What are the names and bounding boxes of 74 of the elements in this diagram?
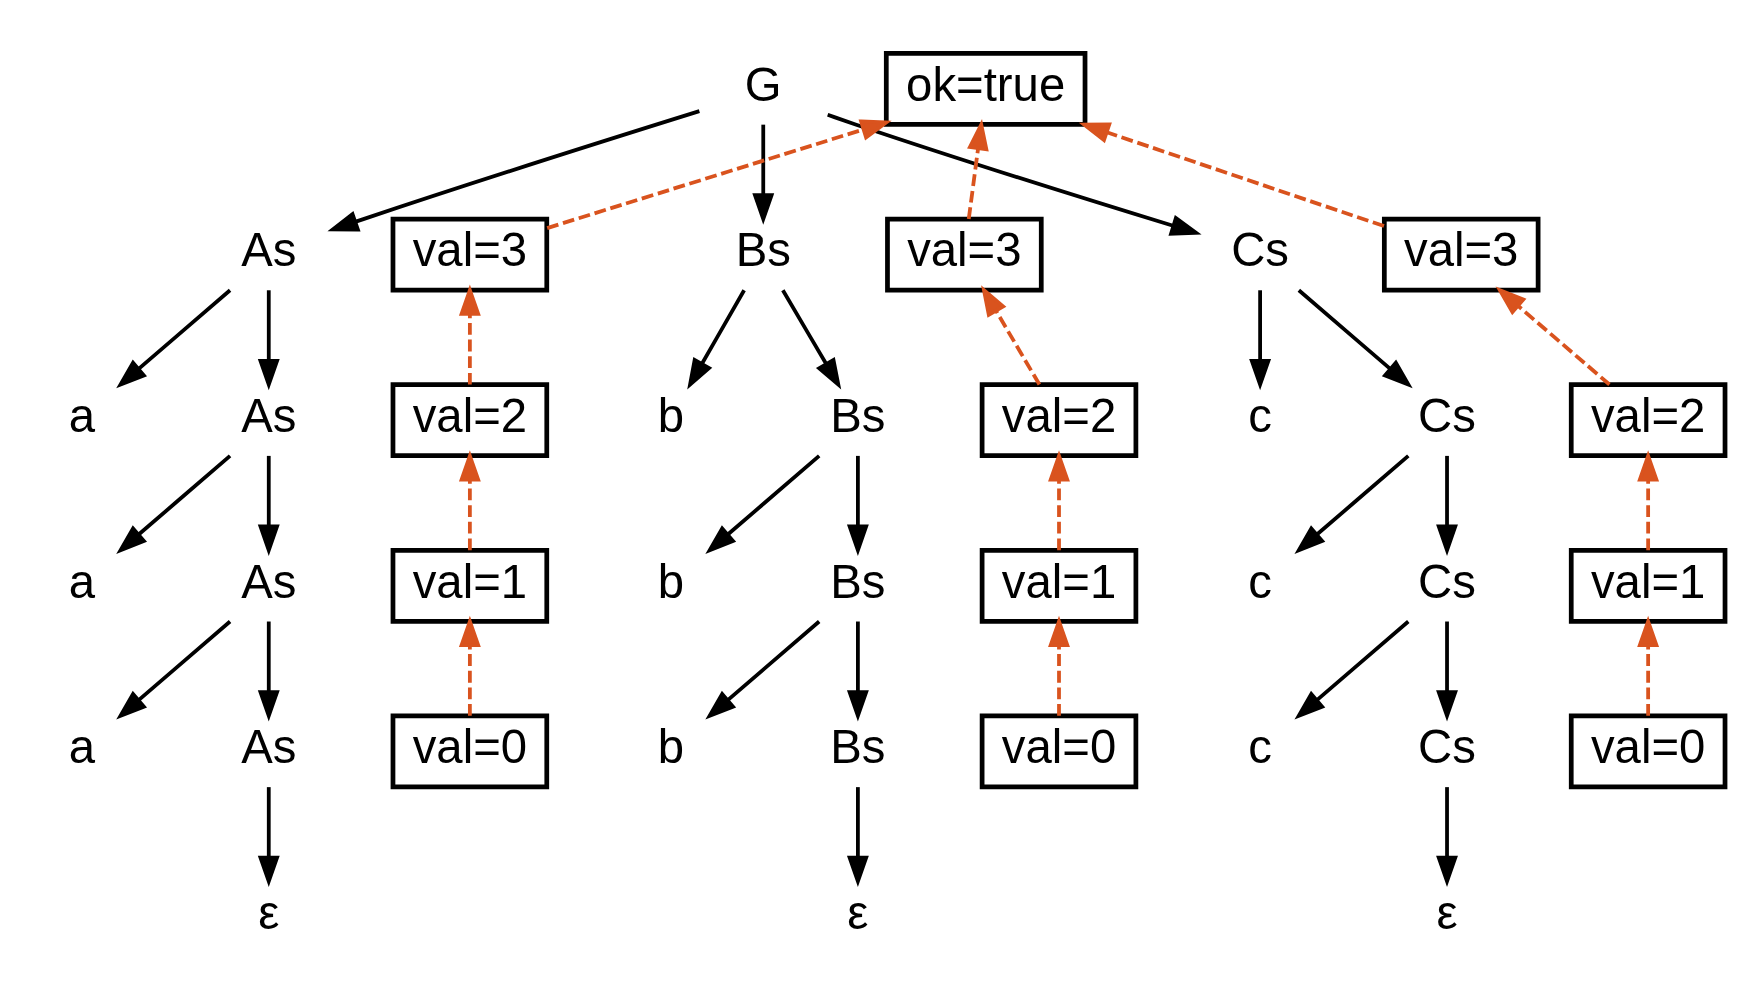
node-text: As: [241, 554, 297, 608]
node-text: b: [657, 554, 685, 608]
node-text: Bs: [830, 719, 886, 773]
node-text: ε: [258, 885, 280, 939]
node-text: As: [241, 388, 297, 442]
arrow: [705, 619, 821, 719]
arrow: [1637, 449, 1660, 550]
node-text: c: [1248, 388, 1272, 442]
node-text: a: [68, 719, 96, 773]
arrow: [1048, 615, 1070, 716]
arrow: [257, 621, 280, 721]
node-text: Bs: [830, 388, 886, 442]
arrow: [1436, 621, 1458, 721]
node-text: a: [68, 554, 96, 608]
node-box: val=1: [1568, 547, 1728, 624]
arrow: [546, 119, 892, 230]
node-box: val=3: [1381, 216, 1541, 292]
arrow: [116, 453, 232, 554]
arrow: [781, 288, 842, 389]
node-text: Cs: [1418, 554, 1476, 608]
node-box: val=1: [390, 547, 550, 624]
arrow: [752, 124, 775, 225]
arrow: [1294, 619, 1410, 719]
arrow: [1249, 289, 1272, 390]
node-box: val=3: [885, 216, 1044, 292]
arrow: [1297, 288, 1413, 388]
arrow: [458, 284, 481, 385]
arrow: [458, 615, 481, 716]
arrow: [846, 455, 869, 556]
node-box: val=0: [979, 713, 1139, 789]
arrow: [1495, 286, 1611, 386]
arrow: [846, 786, 869, 887]
node-box: val=2: [1568, 381, 1728, 458]
node-box: val=0: [1568, 713, 1728, 789]
node-text: ε: [847, 885, 869, 939]
node-text: c: [1248, 554, 1272, 608]
node-box: val=3: [390, 216, 550, 292]
node-text: c: [1248, 719, 1272, 773]
arrow: [705, 453, 821, 554]
arrow: [1294, 453, 1410, 554]
node-box: ok=true: [883, 50, 1088, 127]
node-text: As: [241, 222, 297, 276]
node-box: val=0: [390, 713, 550, 789]
node-text: Cs: [1418, 719, 1476, 773]
node-text: a: [68, 388, 96, 442]
node-text: Cs: [1231, 222, 1290, 276]
arrow: [1436, 455, 1458, 556]
node-text: b: [657, 719, 685, 773]
node-box: val=1: [979, 547, 1139, 624]
arrow: [116, 288, 232, 388]
arrow: [458, 449, 481, 550]
node-text: Bs: [735, 222, 791, 276]
node-text: As: [241, 719, 297, 773]
arrow: [116, 619, 232, 719]
node-text: b: [657, 388, 685, 442]
node-box: val=2: [390, 381, 550, 458]
arrow: [687, 288, 746, 389]
arrow: [1048, 449, 1070, 550]
arrow: [257, 786, 280, 887]
arrow: [966, 118, 989, 219]
node-text: ε: [1436, 885, 1458, 939]
arrow: [846, 621, 869, 721]
arrow: [981, 284, 1042, 385]
arrow: [1436, 786, 1458, 887]
node-text: G: [744, 57, 782, 111]
arrow: [327, 108, 700, 232]
arrow: [1078, 121, 1385, 228]
node-text: Bs: [830, 554, 886, 608]
arrow: [1637, 615, 1660, 716]
arrow: [827, 112, 1202, 236]
arrow: [257, 455, 280, 556]
arrow: [257, 289, 280, 390]
node-text: Cs: [1418, 388, 1476, 442]
node-box: val=2: [979, 381, 1139, 458]
